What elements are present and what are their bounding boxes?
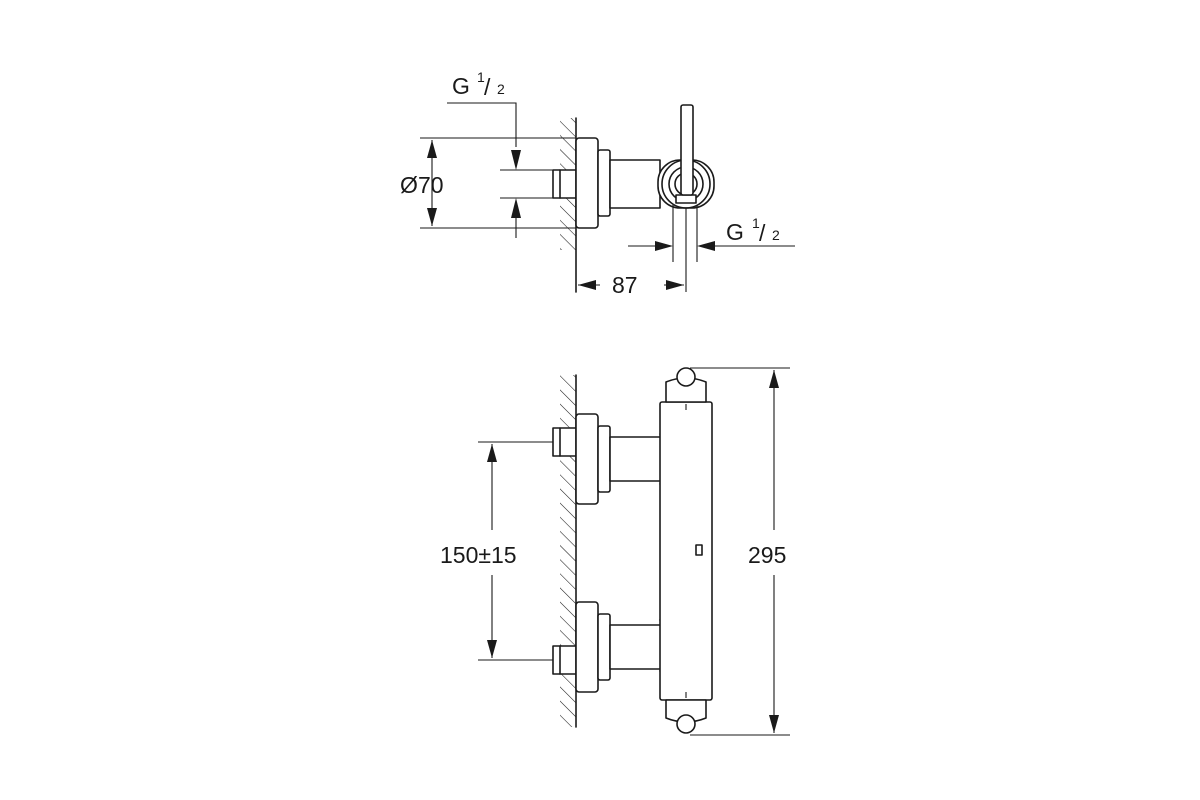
svg-text:/: / xyxy=(484,74,491,100)
pipe-stub-top xyxy=(552,169,577,199)
wall-top xyxy=(560,117,577,293)
arm-top xyxy=(609,159,661,209)
handle-top xyxy=(680,104,694,196)
top-view: G 1 / 2 Ø 70 G 1 / 2 xyxy=(400,69,795,298)
depth-dimension: 87 xyxy=(578,208,687,298)
thermostat-body xyxy=(659,367,713,734)
front-view: 295 150±15 xyxy=(440,367,790,736)
thread-top-letter: G xyxy=(452,73,470,99)
depth-value: 87 xyxy=(612,272,638,298)
thread-top-denominator: 2 xyxy=(497,81,505,97)
diameter-symbol: Ø xyxy=(400,172,418,198)
diameter-value: 70 xyxy=(418,172,444,198)
height-value: 295 xyxy=(748,542,786,568)
thread-top-numerator: 1 xyxy=(477,69,485,85)
thread-top-dimension: G 1 / 2 xyxy=(447,69,553,238)
spacing-dimension: 150±15 xyxy=(440,441,553,661)
upper-connection xyxy=(552,413,687,505)
spacing-value: 150±15 xyxy=(440,542,517,568)
thread-right-numerator: 1 xyxy=(752,215,760,231)
lower-connection xyxy=(552,601,687,693)
svg-text:/: / xyxy=(759,220,766,246)
thread-right-letter: G xyxy=(726,219,744,245)
escutcheon-top xyxy=(575,137,611,229)
height-dimension: 295 xyxy=(690,367,790,736)
diameter-dimension: Ø 70 xyxy=(400,137,576,229)
thread-right-denominator: 2 xyxy=(772,227,780,243)
thread-right-dimension: G 1 / 2 xyxy=(628,205,795,262)
